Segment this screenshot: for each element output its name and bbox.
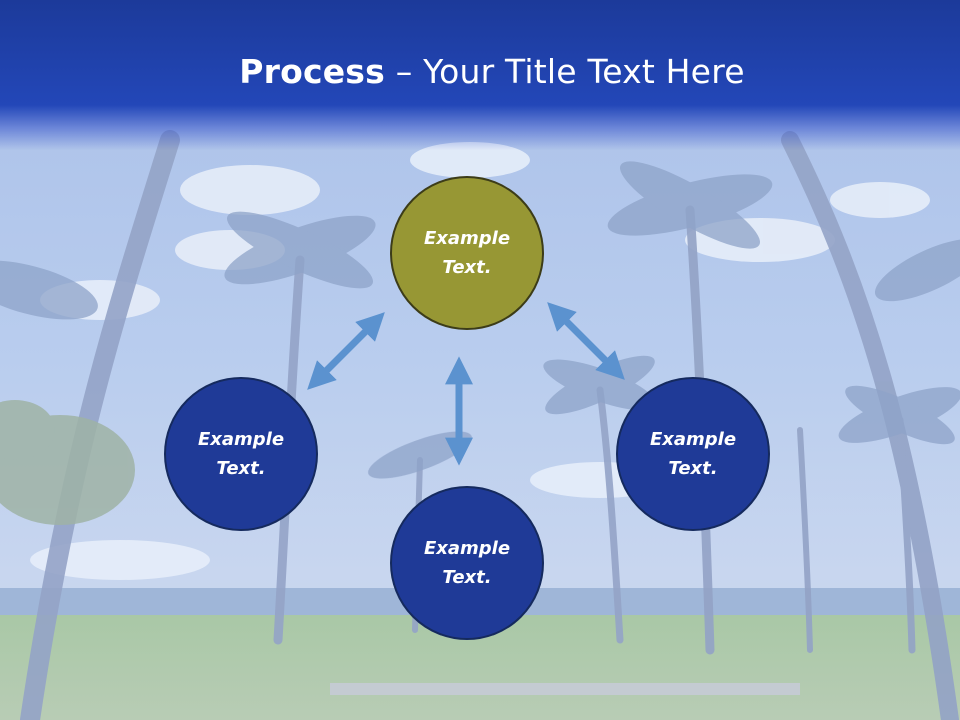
arrow-top-left	[307, 312, 385, 390]
node-top-line1: Example	[423, 228, 511, 249]
node-right-line2: Text.	[668, 458, 718, 479]
node-bottom-line2: Text.	[442, 567, 492, 588]
node-bottom-line1: Example	[423, 538, 511, 559]
title-dash: –	[385, 52, 424, 91]
node-right-line1: Example	[649, 429, 737, 450]
title-rest: Your Title Text Here	[423, 52, 745, 91]
arrow-top-right	[547, 302, 625, 380]
node-left-line2: Text.	[216, 458, 266, 479]
title-bar	[0, 0, 960, 150]
node-left-line1: Example	[197, 429, 285, 450]
title-bold: Process	[239, 52, 385, 91]
node-top-line2: Text.	[442, 257, 492, 278]
slide-title: Process – Your Title Text Here	[0, 52, 960, 91]
